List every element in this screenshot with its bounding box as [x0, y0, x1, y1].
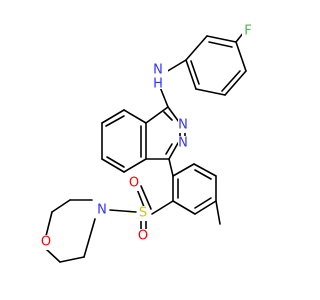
atom-label-fluorine: F	[242, 24, 254, 39]
s-n-bond	[109, 209, 137, 213]
c4-aryl-bond	[168, 158, 174, 177]
atom-label-oxygen-lower: O	[137, 229, 149, 244]
svg-text:N: N	[97, 203, 107, 218]
atom-label-n3: N	[178, 136, 190, 151]
phthalazine-ring	[101, 106, 186, 173]
atom-label-n2: N	[178, 118, 190, 133]
morpholine-ring	[45, 199, 96, 263]
methyl-bond	[215, 200, 221, 225]
c-s-bond	[151, 200, 174, 215]
molecule-diagram: F N H N N S O O N O	[40, 23, 254, 263]
svg-text:O: O	[138, 229, 148, 244]
atom-label-amine-nh: N H	[148, 62, 168, 92]
svg-text:S: S	[139, 206, 147, 221]
fluorophenyl-ring	[185, 35, 247, 96]
svg-text:O: O	[41, 235, 51, 250]
svg-text:N: N	[178, 136, 188, 151]
atom-label-morpholine-n: N	[96, 203, 108, 218]
atom-label-morpholine-o: O	[40, 235, 52, 250]
svg-text:F: F	[244, 24, 251, 39]
aryl-nh-bond	[165, 59, 187, 73]
svg-text:O: O	[129, 176, 139, 191]
atom-label-oxygen-upper: O	[128, 176, 140, 191]
structure-canvas: F N H N N S O O N O	[40, 23, 254, 263]
svg-text:N: N	[153, 63, 163, 78]
atom-label-sulfur: S	[137, 206, 149, 221]
svg-text:N: N	[178, 118, 188, 133]
svg-text:H: H	[153, 77, 163, 92]
tolyl-ring	[172, 163, 217, 215]
